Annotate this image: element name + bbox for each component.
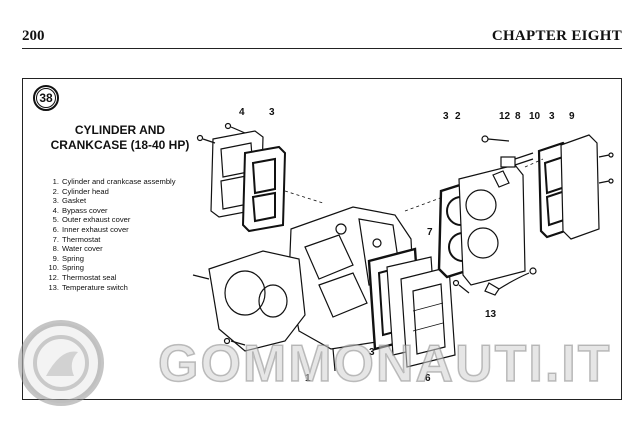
callout-6: 6	[425, 373, 431, 384]
legend-text: Cylinder head	[62, 186, 109, 196]
legend-num: 5.	[52, 215, 59, 225]
parts-legend: 1.Cylinder and crankcase assembly 2.Cyli…	[45, 177, 215, 292]
legend-text: Gasket	[62, 196, 87, 206]
legend-item: 5.Outer exhaust cover	[45, 215, 215, 225]
legend-num: 9.	[52, 253, 59, 263]
thermostat-drawing	[481, 135, 534, 168]
callout-3: 3	[549, 111, 555, 122]
callout-3: 3	[269, 107, 275, 118]
legend-item: 6.Inner exhaust cover	[45, 225, 215, 235]
legend-text: Thermostat seal	[62, 272, 117, 282]
exploded-view-drawing	[192, 122, 614, 372]
callout-13: 13	[485, 309, 497, 320]
legend-num: 13.	[48, 282, 59, 292]
page-header: 200 CHAPTER EIGHT	[22, 28, 622, 49]
legend-item: 3.Gasket	[45, 196, 215, 206]
legend-num: 1.	[52, 177, 59, 186]
figure-number: 38	[33, 85, 59, 111]
legend-num: 4.	[52, 205, 59, 215]
legend-text: Thermostat	[62, 234, 101, 244]
legend-num: 8.	[52, 244, 59, 254]
legend-text: Water cover	[62, 244, 103, 254]
figure-title-line2: CRANKCASE (18-40 HP)	[50, 138, 190, 152]
watermark-text: GOMMONAUTI.IT	[157, 334, 612, 394]
figure-title-line1: CYLINDER AND	[74, 123, 166, 137]
legend-num: 3.	[52, 196, 59, 206]
callout-7: 7	[427, 227, 433, 238]
legend-num: 7.	[52, 234, 59, 244]
callout-1: 1	[305, 373, 311, 384]
water-cover-drawing	[560, 134, 614, 240]
watermark: GOMMONAUTI.IT	[8, 318, 628, 408]
figure-frame: 38 CYLINDER AND CRANKCASE (18-40 HP) 1.C…	[22, 78, 622, 400]
callout-2: 2	[455, 111, 461, 122]
callout-3: 3	[369, 347, 375, 358]
legend-item: 8.Water cover	[45, 244, 215, 254]
legend-num: 2.	[52, 186, 59, 196]
legend-item: 2.Cylinder head	[45, 187, 215, 197]
legend-text: Outer exhaust cover	[62, 215, 131, 225]
legend-item: 12.Thermostat seal	[45, 273, 215, 283]
legend-text: Cylinder and crankcase assembly	[62, 177, 176, 186]
figure-title: CYLINDER AND CRANKCASE (18-40 HP)	[35, 123, 205, 153]
temperature-switch-drawing	[484, 267, 537, 296]
legend-text: Spring	[62, 263, 84, 273]
legend-num: 12.	[48, 272, 59, 282]
callout-12: 12	[499, 111, 511, 122]
legend-item: 1.Cylinder and crankcase assembly	[45, 177, 215, 187]
bypass-gasket-drawing	[241, 145, 287, 233]
callout-9: 9	[569, 111, 575, 122]
bolts-drawing	[196, 122, 470, 346]
watermark-logo-icon	[18, 320, 104, 406]
legend-item: 7.Thermostat	[45, 235, 215, 245]
legend-item: 9.Spring	[45, 254, 215, 264]
page-number: 200	[22, 28, 45, 44]
chapter-title: CHAPTER EIGHT	[491, 28, 622, 44]
legend-text: Bypass cover	[62, 205, 108, 215]
outer-exhaust-cover-drawing	[400, 266, 456, 368]
crankcase-drawing	[192, 250, 306, 352]
legend-text: Temperature switch	[62, 282, 128, 292]
cylinder-head-drawing	[458, 164, 526, 286]
callout-10: 10	[529, 111, 541, 122]
legend-item: 4.Bypass cover	[45, 206, 215, 216]
callout-3: 3	[443, 111, 449, 122]
callout-8: 8	[515, 111, 521, 122]
legend-text: Inner exhaust cover	[62, 224, 129, 234]
callout-4: 4	[239, 107, 245, 118]
legend-num: 6.	[52, 224, 59, 234]
legend-text: Spring	[62, 253, 84, 263]
legend-num: 10.	[48, 263, 59, 273]
legend-item: 10.Spring	[45, 263, 215, 273]
legend-item: 13.Temperature switch	[45, 283, 215, 293]
alignment-lines	[284, 158, 544, 212]
